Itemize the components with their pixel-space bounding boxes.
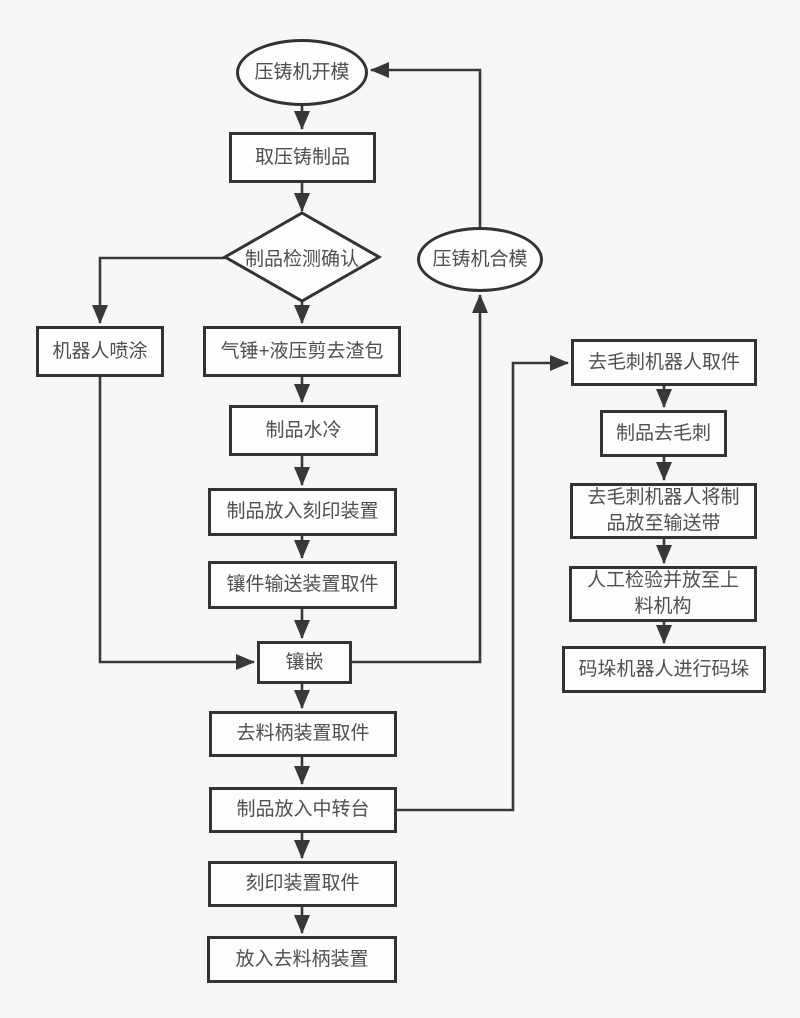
node-place-marking: 制品放入刻印装置	[208, 488, 397, 536]
node-open-mold: 压铸机开模	[236, 39, 368, 106]
edge-inlay-to-close-mold	[352, 294, 488, 664]
node-deburr: 制品去毛刺	[600, 410, 727, 457]
node-inspect-label: 制品检测确认	[244, 248, 359, 270]
node-close-mold: 压铸机合模	[417, 227, 543, 292]
node-manual-inspect: 人工检验并放至上 料机构	[569, 566, 757, 622]
node-transfer-table: 制品放入中转台	[209, 787, 397, 833]
edge-transfer-table-to-deburr-pick	[397, 355, 569, 812]
node-deburr-conveyor: 去毛刺机器人将制 品放至输送带	[570, 483, 757, 539]
node-inlay: 镶嵌	[257, 641, 352, 684]
node-water-cool: 制品水冷	[229, 405, 378, 456]
node-robot-spray: 机器人喷涂	[36, 326, 164, 377]
node-handle-pick: 去料柄装置取件	[209, 711, 397, 757]
node-take-product: 取压铸制品	[229, 132, 376, 183]
edge-robot-spray-to-inlay	[98, 377, 255, 670]
node-hammer-shear: 气锤+液压剪去渣包	[203, 326, 401, 377]
node-marking-pick: 刻印装置取件	[208, 861, 397, 907]
node-deburr-pick: 去毛刺机器人取件	[571, 339, 757, 386]
node-inspect-diamond	[221, 211, 383, 303]
node-palletize: 码垛机器人进行码垛	[562, 646, 766, 693]
node-place-handle-removal: 放入去料柄装置	[207, 936, 397, 983]
edge-inspect-to-robot-spray	[92, 256, 225, 324]
edge-close-mold-to-open-mold	[370, 62, 482, 227]
node-insert-conveyor: 镶件输送装置取件	[208, 561, 397, 609]
